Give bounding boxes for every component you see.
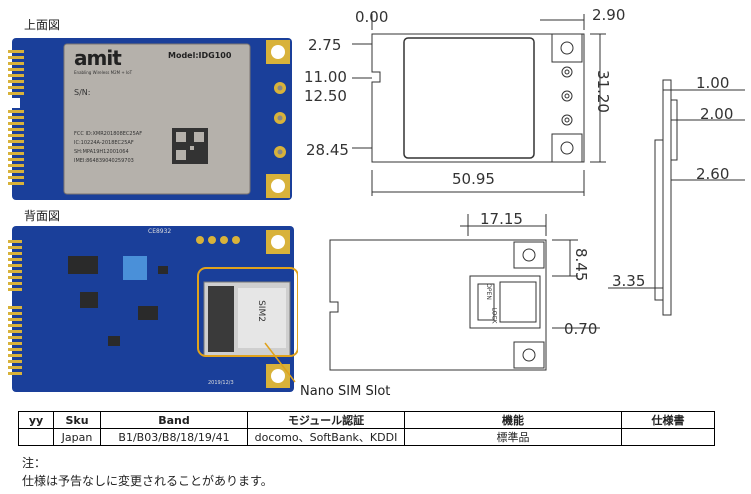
- module-cert-2: SH:MPA19H12001064: [74, 149, 129, 155]
- cell-cert: docomo、SoftBank、KDDI: [247, 428, 405, 446]
- sim-slot-callout: Nano SIM Slot: [300, 384, 391, 399]
- top-view-label: 上面図: [24, 18, 61, 32]
- dim-3-35: 3.35: [612, 272, 646, 290]
- top-outline: [371, 33, 585, 163]
- back-serial: 2019/12/3: [208, 380, 234, 386]
- cell-function: 標準品: [404, 428, 622, 446]
- back-view-label: 背面図: [24, 209, 61, 223]
- table-row: Japan B1/B03/B8/18/19/41 docomo、SoftBank…: [18, 428, 715, 446]
- module-cert-0: FCC ID:XMR201808EC25AF: [74, 131, 143, 137]
- header-spec: 仕様書: [621, 411, 715, 429]
- dim-0-70: 0.70: [564, 320, 598, 338]
- note-heading: 注：: [22, 456, 47, 470]
- dim-0-00: 0.00: [355, 8, 389, 26]
- bottom-outline: [329, 239, 547, 371]
- module-cert-3: IMEI:864839040259703: [74, 158, 134, 164]
- back-edge-fingers: [8, 240, 22, 375]
- header-yy: yy: [18, 411, 54, 429]
- back-code: CE8932: [148, 228, 172, 235]
- sim-lock-text: LOCK: [490, 307, 498, 324]
- module-brand: amit: [74, 46, 122, 70]
- top-pad-upper: [551, 33, 583, 63]
- side-pcb: [662, 79, 672, 316]
- cell-sku: Japan: [53, 428, 101, 446]
- dim-1-00: 1.00: [696, 74, 730, 92]
- table-header-row: yy Sku Band モジュール認証 機能 仕様書: [18, 411, 715, 429]
- top-module-outline: [403, 37, 535, 159]
- dim-12-50: 12.50: [304, 87, 347, 105]
- cell-band: B1/B03/B8/18/19/41: [100, 428, 248, 446]
- header-sku: Sku: [53, 411, 101, 429]
- dim-2-00: 2.00: [700, 105, 734, 123]
- sim-open-text: OPEN: [484, 283, 492, 300]
- top-board-graphic: [8, 38, 292, 200]
- dim-8-45: 8.45: [572, 248, 590, 282]
- dim-11-00: 11.00: [304, 68, 347, 86]
- module-model: Model:IDG100: [168, 51, 232, 60]
- module-sn: S/N:: [74, 88, 91, 97]
- bottom-pad-upper: [513, 241, 545, 269]
- dim-28-45: 28.45: [306, 141, 349, 159]
- top-pad-lower: [551, 133, 583, 163]
- header-cert: モジュール認証: [247, 411, 405, 429]
- spec-table: yy Sku Band モジュール認証 機能 仕様書 Japan B1/B03/…: [18, 411, 715, 446]
- top-board-photo: amit Enabling Wireless M2M + IoT Model:I…: [8, 38, 292, 200]
- dim-2-90: 2.90: [592, 6, 626, 24]
- dim-17-15: 17.15: [480, 210, 523, 228]
- header-function: 機能: [404, 411, 622, 429]
- cell-spec: [621, 428, 715, 446]
- edge-connector-fingers: [8, 50, 24, 185]
- sim-holder-outline: [469, 275, 541, 329]
- bottom-pad-lower: [513, 341, 545, 369]
- dim-31-20: 31.20: [594, 70, 612, 113]
- module-tagline: Enabling Wireless M2M + IoT: [74, 70, 133, 75]
- dim-2-60: 2.60: [696, 165, 730, 183]
- dim-2-75: 2.75: [308, 36, 342, 54]
- dim-50-95: 50.95: [452, 170, 495, 188]
- header-band: Band: [100, 411, 248, 429]
- module-cert-1: IC:10224A-2018EC25AF: [74, 140, 134, 146]
- cell-yy: [18, 428, 54, 446]
- note-text: 仕様は予告なしに変更されることがあります。: [22, 474, 273, 488]
